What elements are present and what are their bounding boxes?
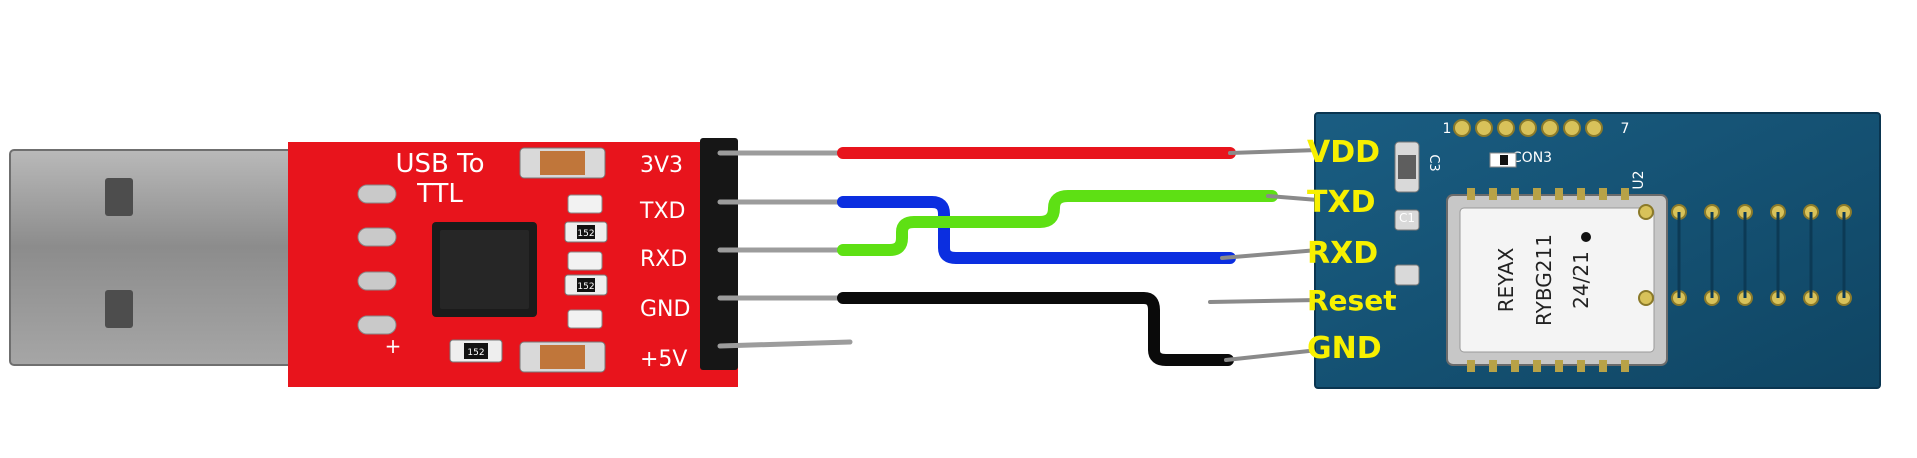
resistor-label: 152	[577, 229, 594, 239]
rf-module: REYAX RYBG211 24/21	[1446, 188, 1668, 372]
usb-ttl-title-line2: TTL	[416, 179, 463, 209]
resistor: 152	[449, 339, 503, 363]
adapter-pin-label-3v3: 3V3	[640, 153, 683, 178]
header-pins	[717, 150, 853, 349]
usb-ttl-title-line1: USB To	[395, 149, 484, 179]
resistor: 152	[564, 274, 608, 296]
chip-model: RYBG211	[1532, 234, 1556, 326]
resistor-label: 152	[577, 282, 594, 292]
usb-slot-icon	[105, 178, 133, 216]
resistor: 152	[564, 221, 608, 243]
chip-brand: REYAX	[1494, 247, 1518, 312]
module-header-pads	[1453, 119, 1603, 137]
pin-header	[700, 138, 738, 370]
module-pin-label-reset: Reset	[1307, 284, 1397, 317]
svg-text:+: +	[385, 334, 402, 358]
rx-to-tx-wire	[837, 190, 1278, 256]
red-pcb: USB To TTL 152 152	[288, 142, 738, 387]
connector-label: CON3	[1512, 150, 1552, 166]
u2-label: U2	[1631, 170, 1647, 189]
tx-to-rx-wire	[837, 196, 1236, 264]
module-pin-label-vdd: VDD	[1307, 135, 1380, 170]
module-pins	[1208, 148, 1320, 362]
resistor-label: 152	[467, 348, 484, 358]
module-pin-label-txd: TXD	[1307, 185, 1376, 220]
chip-date: 24/21	[1569, 251, 1593, 309]
adapter-pin-label-5v: +5V	[640, 347, 687, 372]
module-pin-label-gnd: GND	[1307, 331, 1382, 366]
cap-c1-label: C1	[1399, 211, 1415, 225]
adapter-pin-label-txd: TXD	[639, 199, 685, 224]
module-pin-label-rxd: RXD	[1307, 236, 1378, 271]
adapter-pin-label-gnd: GND	[640, 297, 690, 322]
gnd-wire	[837, 292, 1234, 366]
header-pin-first: 1	[1443, 121, 1452, 137]
usb-slot-icon	[105, 290, 133, 328]
wires	[837, 147, 1278, 366]
adapter-pin-label-rxd: RXD	[640, 247, 687, 272]
cap-c3-label: C3	[1426, 154, 1441, 171]
usb-ttl-adapter: USB To TTL 152 152	[9, 138, 853, 387]
reyax-module: 1 7 CON3 U2 C3 C1	[1208, 112, 1881, 389]
header-pin-last: 7	[1621, 121, 1630, 137]
